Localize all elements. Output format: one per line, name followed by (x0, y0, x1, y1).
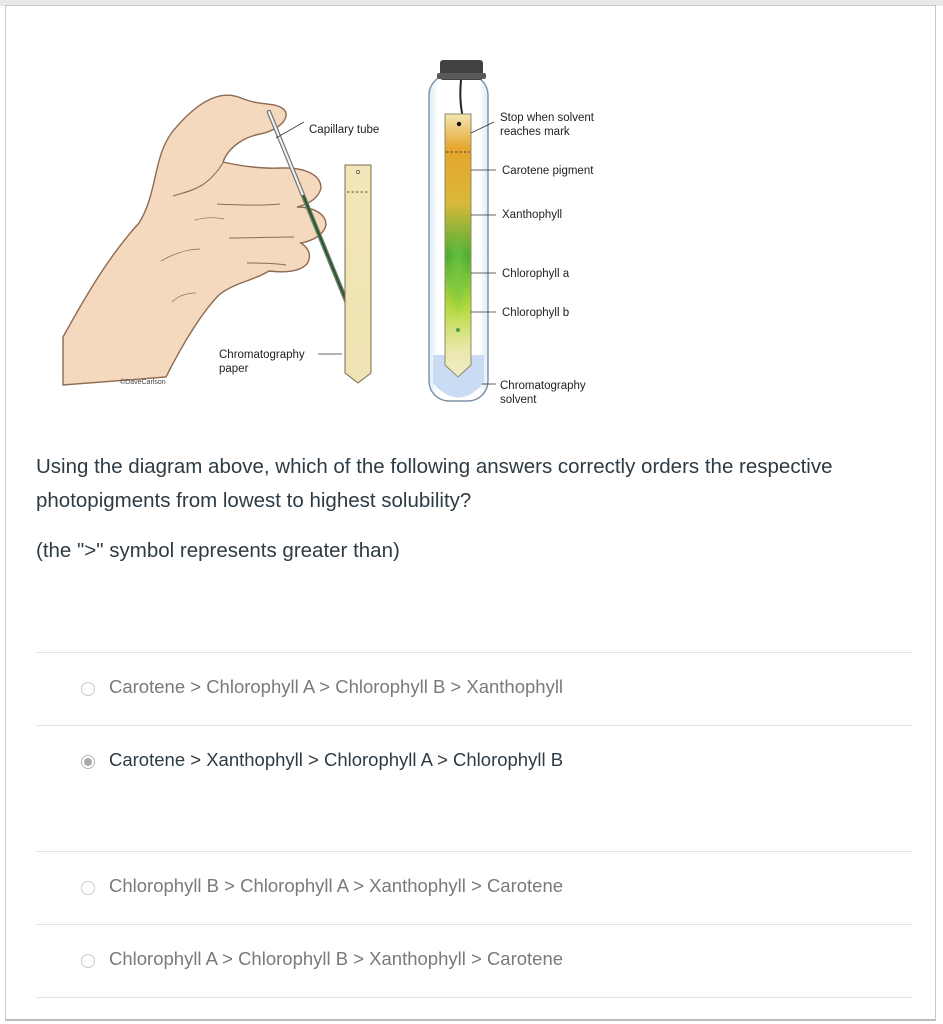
chlorophyll-a-label: Chlorophyll a (502, 268, 570, 280)
radio-button-selected-icon[interactable] (81, 755, 95, 769)
radio-button-icon[interactable] (81, 881, 95, 895)
radio-button-icon[interactable] (81, 954, 95, 968)
solvent-label-line1: Chromatography (500, 380, 586, 392)
stop-label-line2: reaches mark (500, 126, 570, 138)
paper-strip-left (344, 164, 372, 384)
answer-list: Carotene > Chlorophyll A > Chlorophyll B… (36, 652, 912, 998)
solvent-label-line2: solvent (500, 394, 537, 406)
answer-label[interactable]: Chlorophyll B > Chlorophyll A > Xanthoph… (109, 875, 564, 896)
chromatography-paper-label-line1: Chromatography (219, 349, 305, 361)
stop-label-line1: Stop when solvent (500, 112, 595, 124)
answer-option-4[interactable]: Chlorophyll A > Chlorophyll B > Xanthoph… (36, 924, 912, 998)
image-credit: ©DaveCarlson (120, 378, 166, 386)
question-text: Using the diagram above, which of the fo… (36, 450, 876, 568)
question-prompt: Using the diagram above, which of the fo… (36, 455, 833, 512)
top-border (0, 0, 943, 6)
chromatography-diagram: Capillary tube Chromatography paper ©Dav… (55, 55, 675, 410)
answer-label[interactable]: Carotene > Chlorophyll A > Chlorophyll B… (109, 676, 564, 697)
answer-label[interactable]: Carotene > Xanthophyll > Chlorophyll A >… (109, 749, 564, 770)
answer-label[interactable]: Chlorophyll A > Chlorophyll B > Xanthoph… (109, 948, 564, 969)
test-tube (428, 60, 489, 402)
answer-option-1[interactable]: Carotene > Chlorophyll A > Chlorophyll B… (36, 652, 912, 725)
hand-illustration (62, 94, 327, 386)
chromatography-paper-label-line2: paper (219, 363, 249, 375)
xanthophyll-label: Xanthophyll (502, 209, 562, 221)
capillary-tube-label: Capillary tube (309, 124, 379, 136)
carotene-label: Carotene pigment (502, 165, 594, 177)
question-note: (the ">" symbol represents greater than) (36, 539, 400, 562)
answer-option-3[interactable]: Chlorophyll B > Chlorophyll A > Xanthoph… (36, 851, 912, 924)
chlorophyll-b-label: Chlorophyll b (502, 307, 569, 319)
radio-button-icon[interactable] (81, 682, 95, 696)
answer-option-2[interactable]: Carotene > Xanthophyll > Chlorophyll A >… (36, 725, 912, 851)
